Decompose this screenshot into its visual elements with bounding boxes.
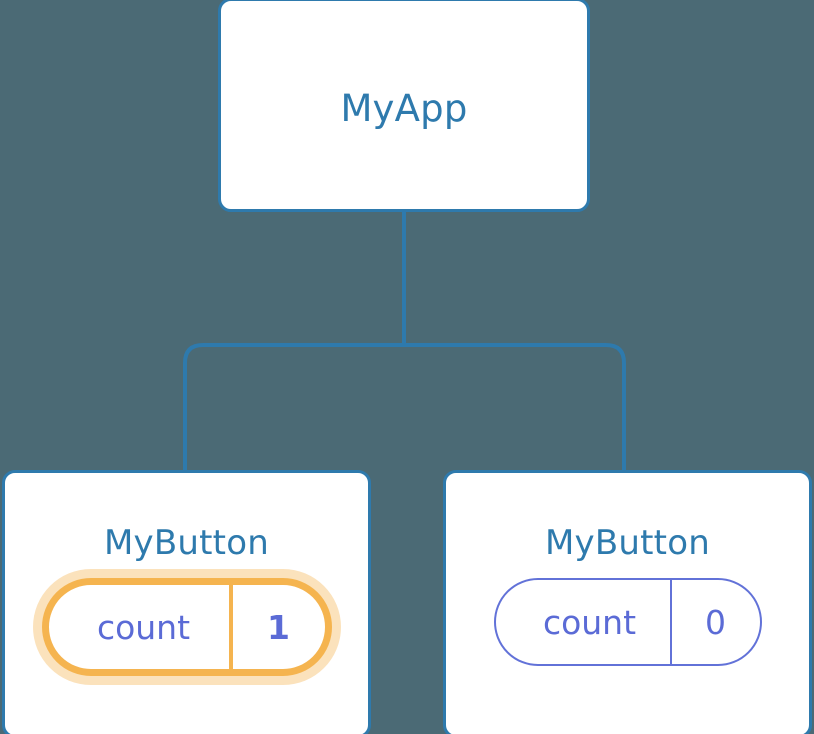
state-value-label: 1 [267,607,290,647]
node-title: MyApp [340,87,468,130]
state-pill-wrapper: count 0 [493,578,762,666]
state-value-label: 0 [705,602,726,642]
node-card-mybutton-right[interactable]: MyButton count 0 [443,470,812,734]
node-card-mybutton-left[interactable]: MyButton count 1 [2,470,371,734]
state-key-label: count [49,585,233,669]
node-title: MyButton [545,523,710,563]
state-key-label: count [496,580,672,664]
state-pill-wrapper: count 1 [41,578,332,676]
state-pill[interactable]: count 0 [493,578,762,666]
node-card-myapp[interactable]: MyApp [218,0,590,212]
state-pill-highlighted[interactable]: count 1 [41,578,332,676]
node-title: MyButton [104,523,269,563]
connector-bracket [183,343,626,474]
